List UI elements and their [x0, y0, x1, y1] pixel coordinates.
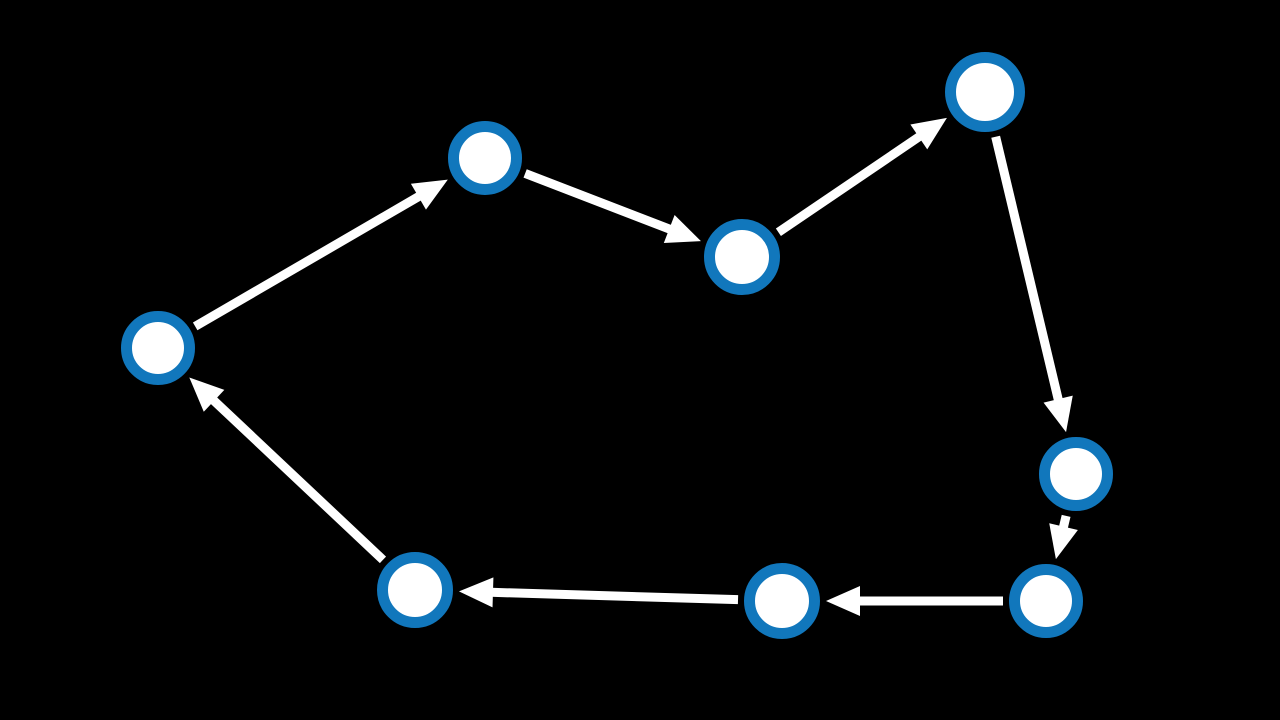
edge-left-to-upper-left[interactable] [192, 179, 448, 331]
edge-line [490, 587, 739, 605]
edge-line [991, 135, 1063, 403]
arrow-head-icon [410, 179, 448, 210]
node-left[interactable] [121, 311, 195, 385]
node-upper-left[interactable] [448, 121, 522, 195]
edge-line [523, 169, 673, 234]
edge-line [1058, 514, 1071, 530]
node-bottom-right[interactable] [1009, 564, 1083, 638]
arrow-head-icon [826, 586, 860, 616]
node-bottom-center[interactable] [744, 563, 820, 639]
arrow-head-icon [189, 377, 225, 412]
edge-line [209, 396, 387, 564]
node-center[interactable] [704, 219, 780, 295]
edge-bottom-center-to-bottom-left[interactable] [458, 577, 739, 608]
edge-line [775, 132, 923, 237]
arrow-head-icon [663, 214, 701, 243]
arrow-head-icon [458, 577, 494, 608]
arrow-head-icon [1049, 523, 1078, 560]
edge-top-right-to-right[interactable] [991, 135, 1073, 433]
edge-upper-left-to-center[interactable] [523, 169, 701, 243]
edge-bottom-left-to-left[interactable] [189, 377, 387, 564]
node-bottom-left[interactable] [377, 552, 453, 628]
edge-line [192, 191, 423, 331]
edge-center-to-top-right[interactable] [775, 117, 947, 237]
arrow-head-icon [910, 117, 947, 150]
edge-bottom-right-to-bottom-center[interactable] [826, 586, 1003, 616]
arrow-head-icon [1043, 395, 1073, 433]
node-top-right[interactable] [945, 52, 1025, 132]
nodes-layer [121, 52, 1113, 639]
edges-layer [189, 117, 1078, 616]
node-right[interactable] [1039, 437, 1113, 511]
edge-right-to-bottom-right[interactable] [1049, 514, 1078, 560]
